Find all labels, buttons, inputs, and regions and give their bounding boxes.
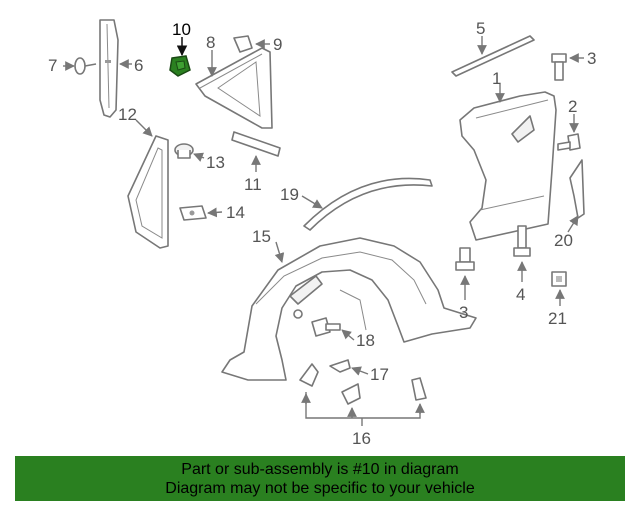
part-6-trim-strip [99, 19, 119, 118]
part-17-clip [329, 359, 351, 373]
callout-18: 18 [356, 331, 375, 350]
callout-21: 21 [548, 309, 567, 328]
callout-9: 9 [273, 35, 282, 54]
part-2-bolt [557, 133, 581, 151]
callout-5: 5 [476, 19, 485, 38]
callout-12: 12 [118, 105, 137, 124]
callout-16: 16 [352, 429, 371, 448]
part-21-clip [551, 271, 567, 287]
callout-19: 19 [280, 185, 299, 204]
callout-7: 7 [48, 56, 57, 75]
part-3-bolt-top [551, 53, 567, 81]
callout-13: 13 [206, 153, 225, 172]
part-14-nut-clip [179, 205, 207, 221]
part-13-cap [174, 143, 194, 159]
part-20-trim [569, 159, 585, 219]
banner-line-2: Diagram may not be specific to your vehi… [165, 480, 475, 497]
callout-2: 2 [568, 97, 577, 116]
callout-10: 10 [172, 20, 191, 39]
part-1-fender [459, 91, 557, 241]
callout-20: 20 [554, 231, 573, 250]
parts-diagram: 1 2 3 3 4 5 6 7 8 9 10 11 12 13 14 15 16… [48, 19, 596, 448]
part-16-push-clips [299, 363, 427, 405]
callout-4: 4 [516, 285, 525, 304]
part-11-strip [231, 131, 281, 157]
info-banner: Part or sub-assembly is #10 in diagram D… [15, 456, 625, 501]
part-19-arch-molding [303, 177, 433, 231]
part-12-seal-frame [127, 135, 169, 249]
part-9-clip [233, 35, 253, 53]
part-18-bolt [311, 317, 341, 337]
callout-15: 15 [252, 227, 271, 246]
callout-11: 11 [244, 175, 262, 194]
callout-6: 6 [134, 56, 143, 75]
part-8-bracket [195, 47, 273, 129]
part-3-bolt-lower [455, 247, 475, 271]
part-10-clip [169, 55, 191, 77]
part-4-bolt [513, 225, 531, 257]
callout-1: 1 [492, 69, 501, 88]
banner-line-1: Part or sub-assembly is #10 in diagram [181, 461, 459, 478]
part-15-wheel-liner [221, 237, 477, 381]
part-5-molding [451, 35, 535, 77]
callout-14: 14 [226, 203, 245, 222]
part-7-push-pin [74, 57, 97, 75]
callout-3-top: 3 [587, 49, 596, 68]
callout-17: 17 [370, 365, 389, 384]
callout-3-lower: 3 [459, 303, 468, 322]
callout-8: 8 [206, 33, 215, 52]
